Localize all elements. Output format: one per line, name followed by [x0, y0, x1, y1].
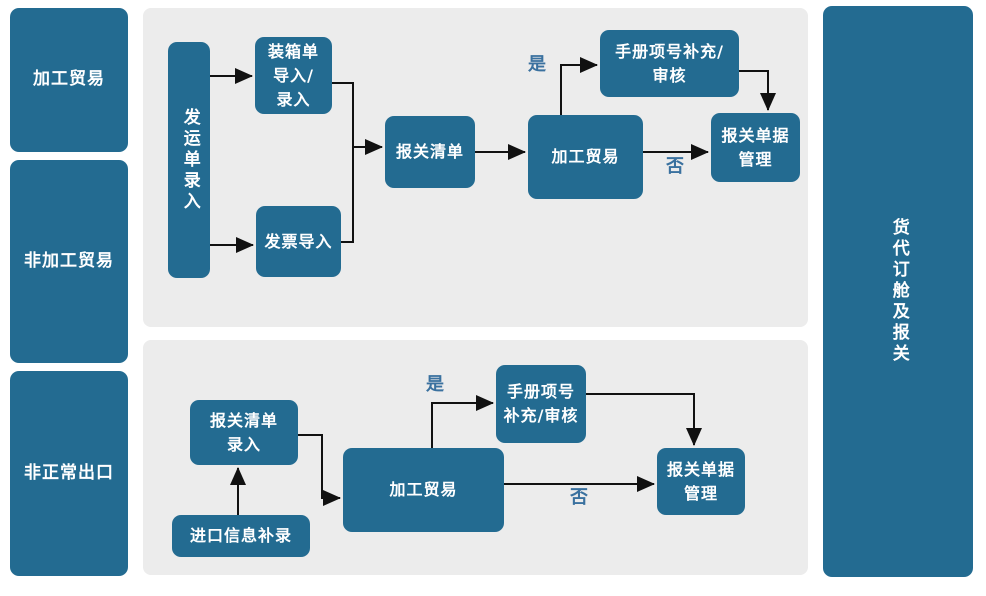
node-processing-trade-decision: 加工贸易 [528, 115, 643, 199]
branch-label-no-bottom: 否 [570, 487, 588, 508]
node-manual-item-supplement: 手册项号补充/ 审核 [600, 30, 739, 97]
node-line: 手册项号补充/ [615, 41, 724, 61]
node-line: 报关单据 [666, 459, 735, 479]
branch-label-yes-top: 是 [528, 54, 546, 75]
node-manual-item-supplement-2: 手册项号 补充/审核 [496, 365, 586, 443]
lane-freight-booking-customs: 货代订舱及报关 [823, 6, 973, 577]
node-import-info-supplement: 进口信息补录 [172, 515, 310, 557]
node-declaration-doc-management: 报关单据 管理 [711, 113, 800, 182]
node-declaration-doc-management-2: 报关单据 管理 [657, 448, 745, 515]
node-line: 装箱单 [267, 41, 319, 61]
branch-label-yes-bottom: 是 [426, 374, 444, 395]
node-line: 管理 [683, 483, 718, 503]
lane-processing-trade: 加工贸易 [10, 8, 128, 152]
node-processing-trade-decision-2: 加工贸易 [343, 448, 504, 532]
node-line: 报关清单 [209, 410, 278, 430]
node-line: 管理 [738, 149, 773, 169]
node-declaration-list-entry: 报关清单 录入 [190, 400, 298, 465]
node-shipping-order-entry: 发运单录入 [168, 42, 210, 278]
node-line: 补充/审核 [503, 406, 579, 425]
node-line: 报关单据 [721, 125, 790, 145]
lane-non-processing-trade: 非加工贸易 [10, 160, 128, 363]
node-line: 手册项号 [506, 382, 575, 401]
node-invoice-import: 发票导入 [256, 206, 341, 277]
node-line: 导入/ [273, 65, 314, 85]
node-line: 审核 [652, 65, 687, 85]
branch-label-no-top: 否 [666, 156, 684, 177]
node-line: 录入 [226, 434, 261, 454]
node-declaration-list: 报关清单 [385, 116, 475, 188]
lane-abnormal-export: 非正常出口 [10, 371, 128, 576]
node-line: 录入 [276, 89, 311, 109]
node-packing-list-import: 装箱单 导入/ 录入 [255, 37, 332, 114]
